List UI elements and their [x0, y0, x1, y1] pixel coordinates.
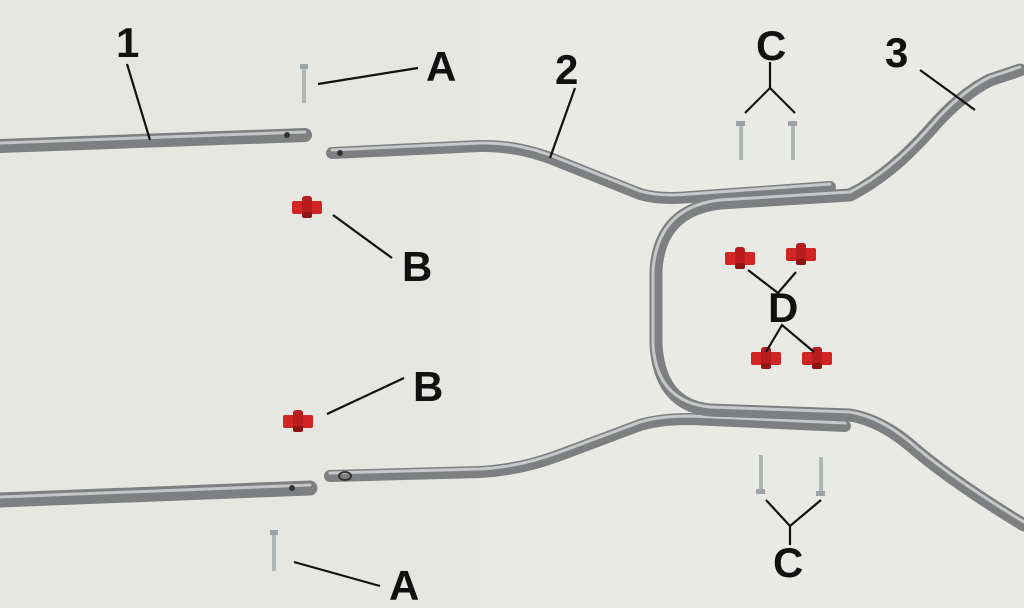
tube-part-3: [649, 63, 1024, 532]
screw-c-top-right: [788, 121, 797, 160]
label-part-1: 1: [116, 19, 139, 66]
label-a-top: A: [426, 43, 456, 90]
tube-part-1-bottom: [0, 480, 318, 508]
label-d: D: [768, 284, 798, 331]
screw-a-bottom: [270, 530, 278, 571]
screw-c-top-left: [736, 121, 745, 160]
label-part-2: 2: [555, 46, 578, 93]
screw-c-bottom-left: [756, 455, 765, 494]
leader-lines: [125, 62, 976, 588]
screw-a-top: [300, 64, 308, 103]
tube-part-2: [324, 139, 851, 482]
label-part-3: 3: [885, 29, 908, 76]
label-a-bottom: A: [389, 562, 419, 608]
screw-c-bottom-right: [816, 457, 825, 496]
tube-part-1-top: [0, 128, 312, 153]
label-b-top: B: [402, 243, 432, 290]
label-c-bottom: C: [773, 539, 803, 586]
label-c-top: C: [756, 22, 786, 69]
label-b-bottom: B: [413, 363, 443, 410]
